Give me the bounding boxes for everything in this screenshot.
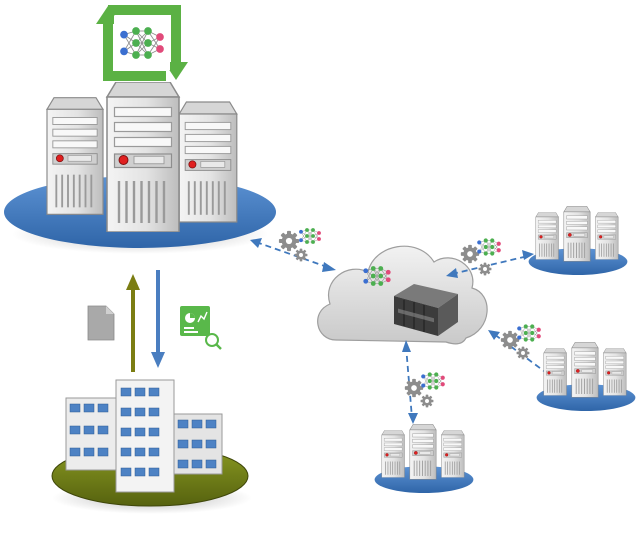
connection-cloud-topright — [451, 255, 529, 275]
arrowhead-icon — [402, 340, 411, 352]
gear-icon — [294, 248, 308, 262]
neural-network-icon — [298, 227, 322, 245]
download-arrowhead-icon — [151, 352, 165, 368]
cloud-server-icon — [394, 284, 458, 336]
server-tower-icon — [105, 82, 181, 232]
model-update-cycle — [96, 5, 188, 81]
vertical-flow-arrows — [126, 270, 165, 372]
connection-central-cloud — [255, 241, 331, 269]
neural-network-icon — [420, 372, 446, 390]
arrowhead-icon — [250, 238, 262, 248]
server-tower-icon — [178, 101, 238, 223]
edge-cluster-right — [537, 342, 636, 411]
document-icon — [87, 305, 115, 341]
model-exchange-right — [500, 324, 542, 360]
server-tower-icon — [45, 96, 105, 216]
magnifier-icon — [205, 333, 219, 347]
connection-cloud-bottom — [405, 345, 413, 419]
edge-cluster-top-right — [529, 206, 628, 275]
arrowhead-icon — [408, 413, 418, 424]
connection-arrowheads — [250, 238, 534, 424]
gear-icon — [404, 378, 424, 398]
gear-icon — [500, 330, 520, 350]
gear-icon — [516, 346, 530, 360]
neural-network-icon — [476, 238, 502, 256]
office-building-icon — [65, 379, 223, 493]
neural-network-icon — [516, 324, 542, 342]
cloud-aggregator — [317, 245, 488, 345]
central-server-cluster — [4, 82, 276, 254]
gear-icon — [460, 244, 480, 264]
model-exchange-bottom — [404, 372, 446, 408]
enterprise-building — [51, 379, 252, 514]
upload-arrowhead-icon — [126, 274, 140, 290]
gear-icon — [420, 394, 434, 408]
report-chart-icon — [180, 306, 222, 350]
arrowhead-icon — [322, 262, 336, 272]
edge-cluster-bottom — [375, 424, 474, 493]
arrowhead-icon — [446, 268, 458, 278]
gear-icon — [478, 262, 492, 276]
cycle-arrow-top — [108, 5, 181, 66]
arrowhead-icon — [522, 250, 534, 260]
cycle-arrow-bottom — [103, 20, 166, 81]
arrowhead-icon — [488, 330, 500, 340]
model-exchange-central — [278, 227, 322, 262]
gear-icon — [278, 230, 300, 252]
